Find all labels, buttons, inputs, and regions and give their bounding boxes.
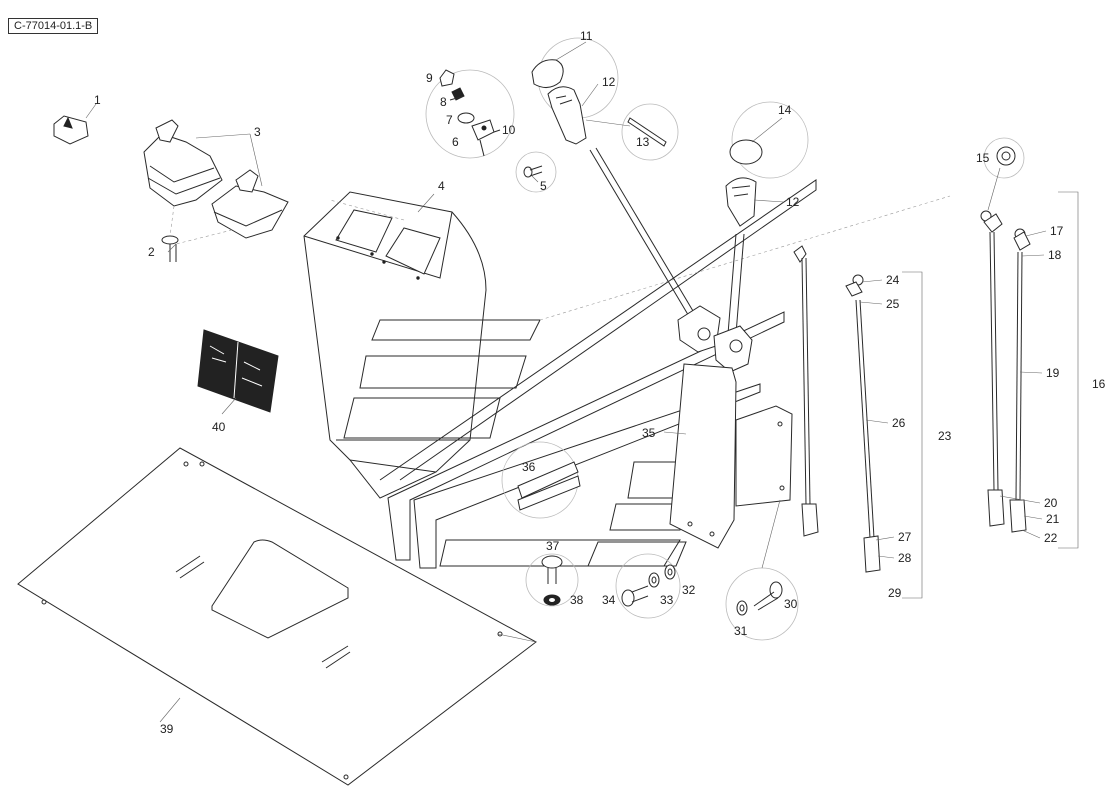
callout-12-upper: 12 [602, 75, 616, 89]
callout-28: 28 [898, 551, 912, 565]
callout-40: 40 [212, 420, 226, 434]
part-20-21-22-cable-end [1009, 499, 1027, 533]
part-3-rubber-boots [143, 119, 289, 245]
part-33-washer [648, 572, 660, 588]
callout-36: 36 [522, 460, 536, 474]
cable-assembly-left [793, 245, 819, 537]
callout-17: 17 [1050, 224, 1064, 238]
part-2-rivet [161, 235, 179, 262]
part-6-button [471, 119, 495, 157]
part-5-screw [515, 151, 557, 193]
drawing-reference-number: C-77014-01.1-B [8, 18, 99, 34]
callout-19: 19 [1046, 366, 1060, 380]
callout-13: 13 [636, 135, 650, 149]
callout-10: 10 [502, 123, 516, 137]
callout-18: 18 [1048, 248, 1062, 262]
cable-assembly-right [980, 210, 1005, 527]
callout-1: 1 [94, 93, 101, 107]
callout-9: 9 [426, 71, 433, 85]
callout-3: 3 [254, 125, 261, 139]
callout-23: 23 [938, 429, 952, 443]
part-9-cap [439, 69, 455, 87]
part-32-washer [664, 564, 676, 580]
callout-31: 31 [734, 624, 748, 638]
part-15-nut [983, 137, 1025, 179]
callout-38: 38 [570, 593, 584, 607]
callout-32: 32 [682, 583, 696, 597]
callout-33: 33 [660, 593, 674, 607]
part-38-washer [543, 594, 561, 606]
part-39-floor-plate [17, 447, 537, 786]
part-4-console-housing [303, 191, 487, 499]
callout-11: 11 [580, 29, 593, 43]
callout-37: 37 [546, 539, 560, 553]
callout-2: 2 [148, 245, 155, 259]
callout-4: 4 [438, 179, 445, 193]
callout-25: 25 [886, 297, 900, 311]
callout-24: 24 [886, 273, 900, 287]
callout-27: 27 [898, 530, 912, 544]
leader-lines [159, 41, 1047, 723]
part-26-cable [855, 299, 875, 539]
callout-26: 26 [892, 416, 906, 430]
part-31-washer [736, 600, 748, 616]
callout-14: 14 [778, 103, 792, 117]
console-frame-panels [343, 179, 951, 569]
part-24-ball-joint [845, 274, 864, 297]
callout-5: 5 [540, 179, 547, 193]
lever-pivot-assembly [677, 305, 753, 373]
callout-labels: 1 2 3 4 5 6 7 8 9 10 11 12 13 14 12 15 1… [94, 29, 1106, 736]
part-35-bracket [663, 363, 793, 549]
callout-12-lower: 12 [786, 195, 800, 209]
part-7-washer [457, 112, 475, 124]
callout-16: 16 [1092, 377, 1106, 391]
callout-29: 29 [888, 586, 902, 600]
part-30-bolt [725, 567, 799, 641]
callout-39: 39 [160, 722, 174, 736]
callout-15: 15 [976, 151, 990, 165]
part-40-decal [197, 329, 279, 415]
callout-8: 8 [440, 95, 447, 109]
callout-20: 20 [1044, 496, 1058, 510]
callout-35: 35 [642, 426, 656, 440]
part-12-knob-upper [547, 83, 599, 145]
callout-7: 7 [446, 113, 453, 127]
part-36-guide [501, 441, 581, 519]
detail-circle-knob-internals [425, 69, 515, 159]
part-12-knob-lower [725, 177, 785, 227]
shift-lever-left [589, 147, 697, 319]
callout-30: 30 [784, 597, 798, 611]
callout-6: 6 [452, 135, 459, 149]
part-10-pin [493, 129, 501, 133]
callout-21: 21 [1046, 512, 1060, 526]
part-27-28-cable-end [863, 535, 881, 573]
part-8-spring [449, 87, 465, 101]
shift-lever-right [727, 233, 745, 335]
part-17-18-19-cable [1013, 228, 1031, 501]
part-13-pin [585, 103, 679, 161]
callout-34: 34 [602, 593, 616, 607]
part-37-bolt [525, 553, 579, 607]
part-14-knob-cap [729, 101, 809, 179]
part-1-plug [53, 103, 97, 145]
callout-22: 22 [1044, 531, 1058, 545]
part-34-bolt [615, 553, 681, 619]
